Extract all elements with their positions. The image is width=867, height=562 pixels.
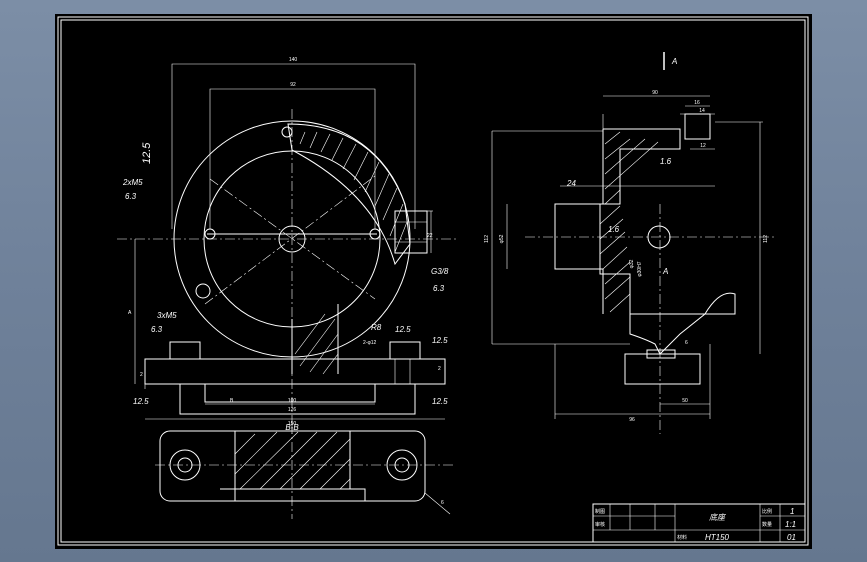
hole-label-2b: 6.3 <box>151 325 163 334</box>
drawing-viewport[interactable]: 140 92 12.5 2xM5 6.3 3xM5 6.3 G3/8 6.3 R… <box>55 14 812 549</box>
side-rough-2: 1.6 <box>608 225 620 234</box>
title-part-name: 底座 <box>709 513 727 522</box>
title-material-label: 材料 <box>677 534 687 541</box>
front-view: 140 92 12.5 2xM5 6.3 3xM5 6.3 G3/8 6.3 R… <box>117 57 457 434</box>
title-r1-value: 1 <box>790 507 794 516</box>
inner-frame <box>60 19 806 543</box>
dim-left-a: A <box>128 310 132 316</box>
right-label-b: 6.3 <box>433 284 445 293</box>
section-leader: 6 <box>441 500 444 506</box>
title-r2-value: 1:1 <box>785 520 796 529</box>
roughness-top: 12.5 <box>141 142 153 164</box>
dim-mid-bottom: 126 <box>288 407 297 413</box>
hole-label-2a: 3xM5 <box>157 311 177 320</box>
side-dim-t3: 12 <box>700 143 706 149</box>
base-dim: 2 <box>140 372 143 378</box>
side-dim-small: 6 <box>685 340 688 346</box>
side-dim-mid: φ32 <box>629 259 635 268</box>
title-number: 01 <box>787 533 796 542</box>
dim-right: 22 <box>427 233 433 239</box>
side-dim-t2: 14 <box>699 108 705 114</box>
side-dim-t1: 16 <box>694 100 700 106</box>
cad-drawing: 140 92 12.5 2xM5 6.3 3xM5 6.3 G3/8 6.3 R… <box>57 16 809 546</box>
hole-label-1b: 6.3 <box>125 192 137 201</box>
title-material: HT150 <box>705 533 730 542</box>
fillet-label-b: 2-φ12 <box>363 340 376 346</box>
side-view: A 9 <box>484 52 775 434</box>
roughness-left: 12.5 <box>133 397 149 406</box>
title-r2-label: 数量 <box>762 521 772 528</box>
dim-top-outer: 140 <box>289 57 298 63</box>
section-label: B-B <box>285 423 299 432</box>
outer-frame <box>57 16 809 546</box>
side-dim-bottom-r: 50 <box>682 398 688 404</box>
side-dim-top: 90 <box>652 90 658 96</box>
title-block: 制图 审核 底座 比例 1 数量 1:1 材料 HT150 01 <box>592 503 806 543</box>
hatching-side <box>599 131 659 313</box>
view-label-a: A <box>671 57 677 66</box>
title-r1-label: 比例 <box>762 508 772 515</box>
roughness-b2: 12.5 <box>432 336 448 345</box>
dim-top-inner: 92 <box>290 82 296 88</box>
side-arrow-a: A <box>662 267 668 276</box>
base-dim-r: 2 <box>438 366 441 372</box>
side-dim-left-inner: φ52 <box>499 234 505 243</box>
roughness-right: 12.5 <box>432 397 448 406</box>
side-dim-bottom: 96 <box>629 417 635 423</box>
side-dim-left-outer: 112 <box>484 235 490 243</box>
section-view: B-B 6 <box>155 423 455 519</box>
side-rough-1: 1.6 <box>660 157 672 166</box>
hatching-front <box>299 131 408 253</box>
dim-left-b: B <box>230 398 234 404</box>
right-label-a: G3/8 <box>431 267 449 276</box>
roughness-b1: 12.5 <box>395 325 411 334</box>
side-label-24: 24 <box>566 179 576 188</box>
dim-inner-bottom: 100 <box>288 398 297 404</box>
hatching-section <box>234 431 351 490</box>
title-left-2: 审核 <box>595 521 605 528</box>
fillet-label: R8 <box>371 323 382 332</box>
title-left-1: 制图 <box>595 508 605 515</box>
side-dim-g: φ30H7 <box>637 261 643 276</box>
hole-label-1a: 2xM5 <box>122 178 143 187</box>
side-dim-right: 112 <box>763 235 769 243</box>
